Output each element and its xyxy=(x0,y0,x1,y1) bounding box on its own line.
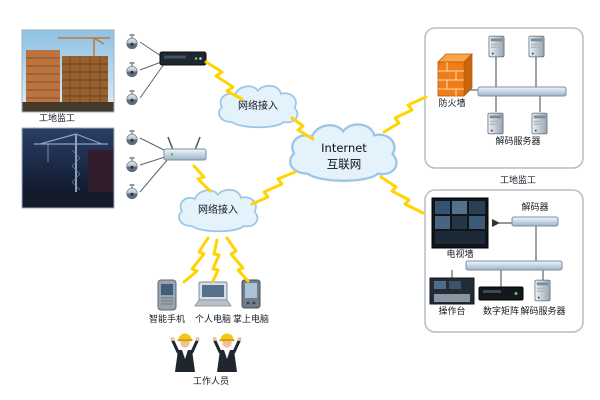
bolt-internet-to-top-box xyxy=(382,95,428,134)
control-room-bottom-box xyxy=(424,189,584,333)
pda-icon xyxy=(241,279,261,309)
server-icon xyxy=(528,35,545,58)
decoder-label: 解码器 xyxy=(521,203,549,213)
dvr-device-icon xyxy=(159,51,207,66)
bolt-cloud-to-internet-1 xyxy=(290,116,315,141)
smartphone-label: 智能手机 xyxy=(148,315,185,325)
internet-label-zh: 互联网 xyxy=(326,157,362,172)
wireless-router-icon xyxy=(163,136,207,161)
switch-bar xyxy=(477,86,567,97)
control-room-top-caption: 工地监工 xyxy=(499,176,536,186)
console-icon xyxy=(429,277,475,305)
server-icon xyxy=(531,112,548,135)
dome-camera-icon xyxy=(126,130,138,146)
firewall-icon xyxy=(437,53,473,97)
internet-cloud-label: Internet 互联网 xyxy=(294,140,394,172)
bolt-cloud-to-pda xyxy=(225,236,250,283)
dome-camera-icon xyxy=(126,184,138,200)
dome-camera-icon xyxy=(126,34,138,50)
firewall-label: 防火墙 xyxy=(438,99,466,109)
tv-wall-label: 电视墙 xyxy=(446,250,474,260)
switch-bar-2 xyxy=(465,260,563,271)
camera-group-1 xyxy=(126,34,165,106)
camera-group-2 xyxy=(126,130,169,200)
server-icon xyxy=(488,35,505,58)
worker-figure-1 xyxy=(170,332,200,374)
bolt-cloud-to-internet-2 xyxy=(250,170,297,206)
worker-figure-2 xyxy=(212,332,242,374)
decode-server-icon xyxy=(534,279,551,302)
tv-wall-icon xyxy=(431,197,489,249)
bolt-dvr-to-cloud xyxy=(204,60,244,101)
site-photo-1 xyxy=(21,29,115,113)
decode-server-bottom-label: 解码服务器 xyxy=(520,307,566,317)
server-icon xyxy=(487,112,504,135)
matrix-label: 数字矩阵 xyxy=(482,307,519,317)
bolt-cloud-to-pc xyxy=(211,238,221,283)
internet-label-en: Internet xyxy=(321,141,367,155)
access-cloud-bottom-label: 网络接入 xyxy=(198,205,238,216)
console-label: 操作台 xyxy=(438,307,466,317)
decode-server-top-label: 解码服务器 xyxy=(495,137,541,147)
site-photo-2 xyxy=(21,127,115,209)
lightning-links xyxy=(182,60,428,284)
staff-label: 工作人员 xyxy=(192,377,229,387)
pda-label: 掌上电脑 xyxy=(232,315,269,325)
bolt-cloud-to-smartphone xyxy=(182,236,210,284)
pc-label: 个人电脑 xyxy=(194,315,231,325)
laptop-icon xyxy=(194,281,232,307)
bolt-router-to-cloud xyxy=(192,164,212,193)
dome-camera-icon xyxy=(126,62,138,78)
dome-camera-icon xyxy=(126,90,138,106)
smartphone-icon xyxy=(157,279,177,311)
decoder-bar xyxy=(511,216,559,227)
site-photo-1-caption: 工地监工 xyxy=(38,114,75,124)
access-cloud-top-label: 网络接入 xyxy=(238,101,278,112)
bolt-internet-to-bottom-box xyxy=(379,175,425,215)
dome-camera-icon xyxy=(126,157,138,173)
digital-matrix-icon xyxy=(478,286,524,301)
